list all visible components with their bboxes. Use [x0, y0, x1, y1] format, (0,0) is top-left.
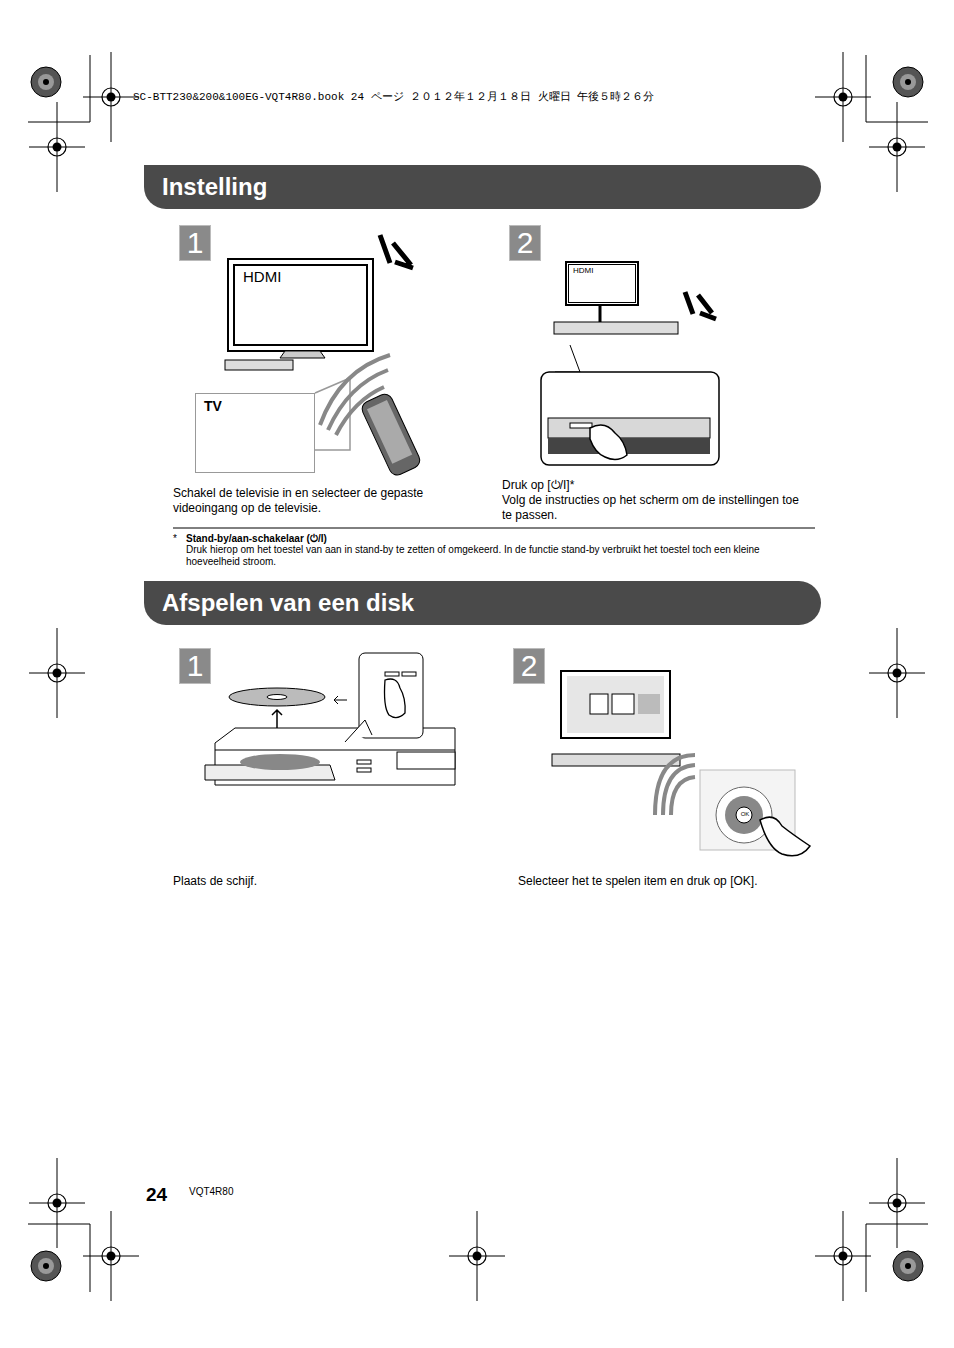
tv-screen-text: HDMI: [243, 268, 281, 285]
doc-code: VQT4R80: [189, 1185, 249, 1198]
tv-callout: TV: [195, 393, 315, 473]
tv-screen: HDMI: [233, 264, 368, 346]
section-band-text: Instelling: [162, 173, 267, 201]
section-band: Instelling: [144, 165, 821, 209]
page-number: 24: [146, 1183, 176, 1207]
caption: Selecteer het te spelen item en druk op …: [518, 874, 818, 889]
caption: Plaats de schijf.: [173, 874, 373, 889]
step-number: 1: [179, 648, 211, 684]
step-number-text: 2: [517, 226, 534, 260]
section-band: Afspelen van een disk: [144, 581, 821, 625]
footnote-text: Druk hierop om het toestel van aan in st…: [186, 544, 806, 568]
step-number-text: 1: [187, 649, 204, 683]
file-header: SC-BTT230&200&100EG-VQT4R80.book 24 ページ …: [133, 90, 773, 104]
step-number: 1: [179, 225, 211, 261]
tv-callout-text: TV: [204, 398, 222, 414]
button-label: OK: [738, 810, 752, 818]
step-number: 2: [509, 225, 541, 261]
tv-screen: HDMI: [568, 264, 636, 303]
caption: Druk op [⏻/I]*: [502, 478, 802, 493]
caption: Volg de instructies op het scherm om de …: [502, 493, 812, 523]
footnote-title: Stand-by/aan-schakelaar (⏻/I): [186, 532, 486, 545]
step-number: 2: [513, 648, 545, 684]
footnote-mark: *: [173, 532, 183, 545]
caption: Schakel de televisie in en selecteer de …: [173, 486, 463, 516]
step-number-text: 1: [187, 226, 204, 260]
step-number-text: 2: [521, 649, 538, 683]
section-band-text: Afspelen van een disk: [162, 589, 414, 617]
tv-screen-text: HDMI: [573, 266, 593, 275]
